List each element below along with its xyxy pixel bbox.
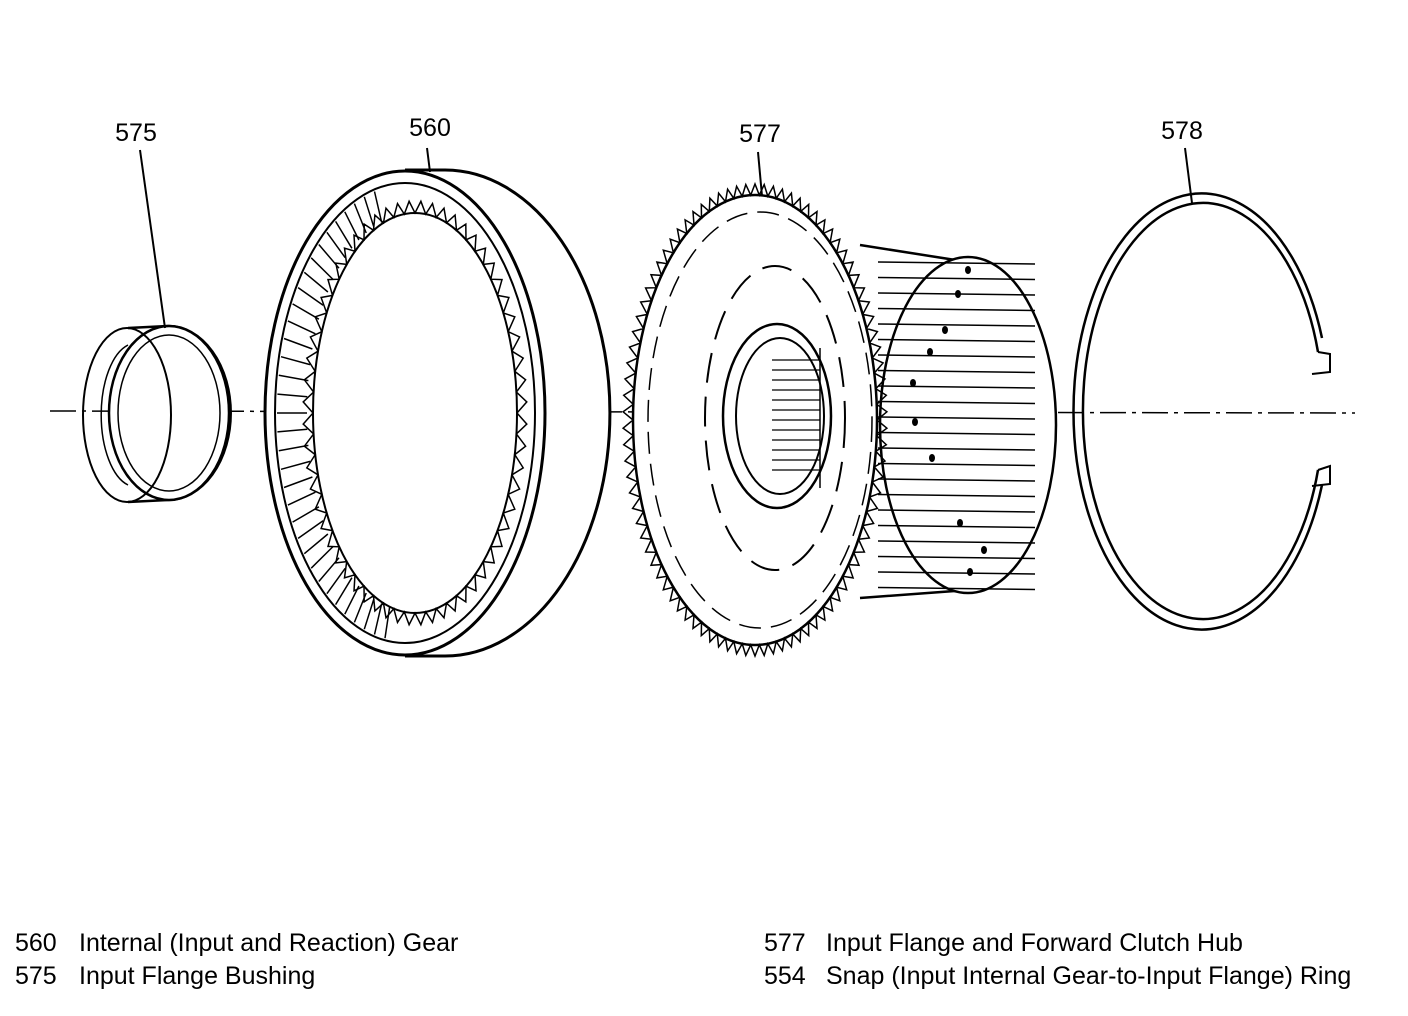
legend-text: Input Flange and Forward Clutch Hub: [826, 929, 1243, 957]
gear-tooth-line: [280, 355, 311, 366]
gear-tooth-line: [877, 447, 1036, 451]
hub-hole: [967, 568, 973, 576]
gear-tooth-line: [326, 567, 346, 595]
gear-tooth-line: [877, 478, 1036, 482]
hub-hole: [912, 418, 918, 426]
gear-tooth-line: [877, 369, 1036, 374]
gear-teeth: [302, 199, 528, 627]
gear-tooth-line: [363, 598, 375, 630]
legend-number: 554: [764, 962, 806, 990]
gear-tooth-line: [280, 460, 311, 471]
gear-tooth-line: [318, 244, 340, 269]
callout-578: 578: [1161, 117, 1203, 145]
gear-tooth-line: [877, 493, 1036, 498]
gear-tooth-line: [287, 491, 316, 506]
gear-tooth-line: [353, 592, 367, 623]
legend-number: 560: [15, 929, 57, 957]
legend-item: 554 Snap (Input Internal Gear-to-Input F…: [764, 960, 1351, 993]
gear-tooth-line: [344, 585, 360, 615]
gear-tooth-line: [877, 571, 1036, 575]
hub-hole: [910, 379, 916, 387]
gear-tooth-line: [384, 606, 391, 639]
gear-teeth: [621, 181, 889, 659]
gear-tooth-line: [877, 431, 1036, 436]
gear-tooth-line: [297, 286, 324, 306]
gear-tooth-line: [353, 203, 367, 234]
gear-tooth-line: [278, 374, 309, 382]
gear-tooth-line: [877, 354, 1036, 358]
gear-tooth-line: [326, 231, 346, 259]
legend-item: 560 Internal (Input and Reaction) Gear: [15, 927, 458, 960]
gear-tooth-line: [877, 586, 1036, 591]
hub-hole: [981, 546, 987, 554]
gear-tooth-line: [877, 416, 1036, 420]
gear-tooth-line: [877, 462, 1036, 467]
legend-text: Input Flange Bushing: [79, 962, 316, 990]
gear-tooth-line: [877, 338, 1036, 343]
hub-hole: [955, 290, 961, 298]
gear-tooth-line: [363, 196, 375, 228]
leader-lines: [139, 147, 1193, 329]
legend-right: 577 Input Flange and Forward Clutch Hub …: [764, 927, 1351, 993]
part-575-bushing: [82, 324, 232, 504]
legend-item: 575 Input Flange Bushing: [15, 960, 458, 993]
gear-tooth-line: [297, 520, 324, 540]
gear-tooth-line: [877, 385, 1036, 389]
gear-tooth-line: [310, 257, 334, 281]
hub-hole: [942, 326, 948, 334]
gear-tooth-line: [292, 303, 320, 320]
hub-hole: [957, 519, 963, 527]
gear-tooth-line: [283, 476, 313, 489]
hub-hole: [929, 454, 935, 462]
part-577-input-flange-hub: [621, 181, 1058, 659]
gear-tooth-line: [277, 393, 308, 398]
gear-tooth-line: [278, 444, 309, 452]
gear-tooth-line: [303, 271, 329, 293]
gear-tooth-line: [277, 428, 308, 433]
legend-number: 575: [15, 962, 57, 990]
gear-tooth-line: [877, 509, 1036, 513]
gear-tooth-line: [303, 533, 329, 555]
gear-tooth-line: [877, 524, 1036, 529]
gear-tooth-line: [877, 400, 1036, 405]
callout-575: 575: [115, 119, 157, 147]
gear-tooth-line: [877, 540, 1036, 544]
gear-tooth-line: [877, 276, 1036, 281]
legend-left: 560 Internal (Input and Reaction) Gear 5…: [15, 927, 458, 993]
hub-hole: [927, 348, 933, 356]
gear-tooth-line: [877, 307, 1036, 312]
gear-tooth-line: [318, 557, 340, 582]
gear-tooth-line: [373, 603, 383, 635]
gear-tooth-line: [310, 545, 334, 569]
gear-tooth-line: [877, 555, 1036, 560]
legend-text: Snap (Input Internal Gear-to-Input Flang…: [826, 962, 1352, 990]
gear-tooth-line: [334, 577, 353, 605]
callout-577: 577: [739, 120, 781, 148]
part-560-internal-gear: [263, 168, 612, 658]
gear-tooth-line: [877, 261, 1036, 265]
gear-tooth-line: [283, 337, 313, 350]
legend-number: 577: [764, 929, 806, 957]
legend-item: 577 Input Flange and Forward Clutch Hub: [764, 927, 1351, 960]
legend-text: Internal (Input and Reaction) Gear: [79, 929, 459, 957]
gear-tooth-line: [373, 191, 383, 223]
gear-tooth-line: [287, 320, 316, 335]
part-578-snap-ring: [1072, 192, 1331, 631]
gear-tooth-line: [877, 323, 1036, 327]
gear-tooth-line: [292, 506, 320, 523]
gear-tooth-line: [344, 211, 360, 241]
gear-tooth-line: [334, 221, 353, 249]
hub-hole: [965, 266, 971, 274]
callout-560: 560: [409, 114, 451, 142]
